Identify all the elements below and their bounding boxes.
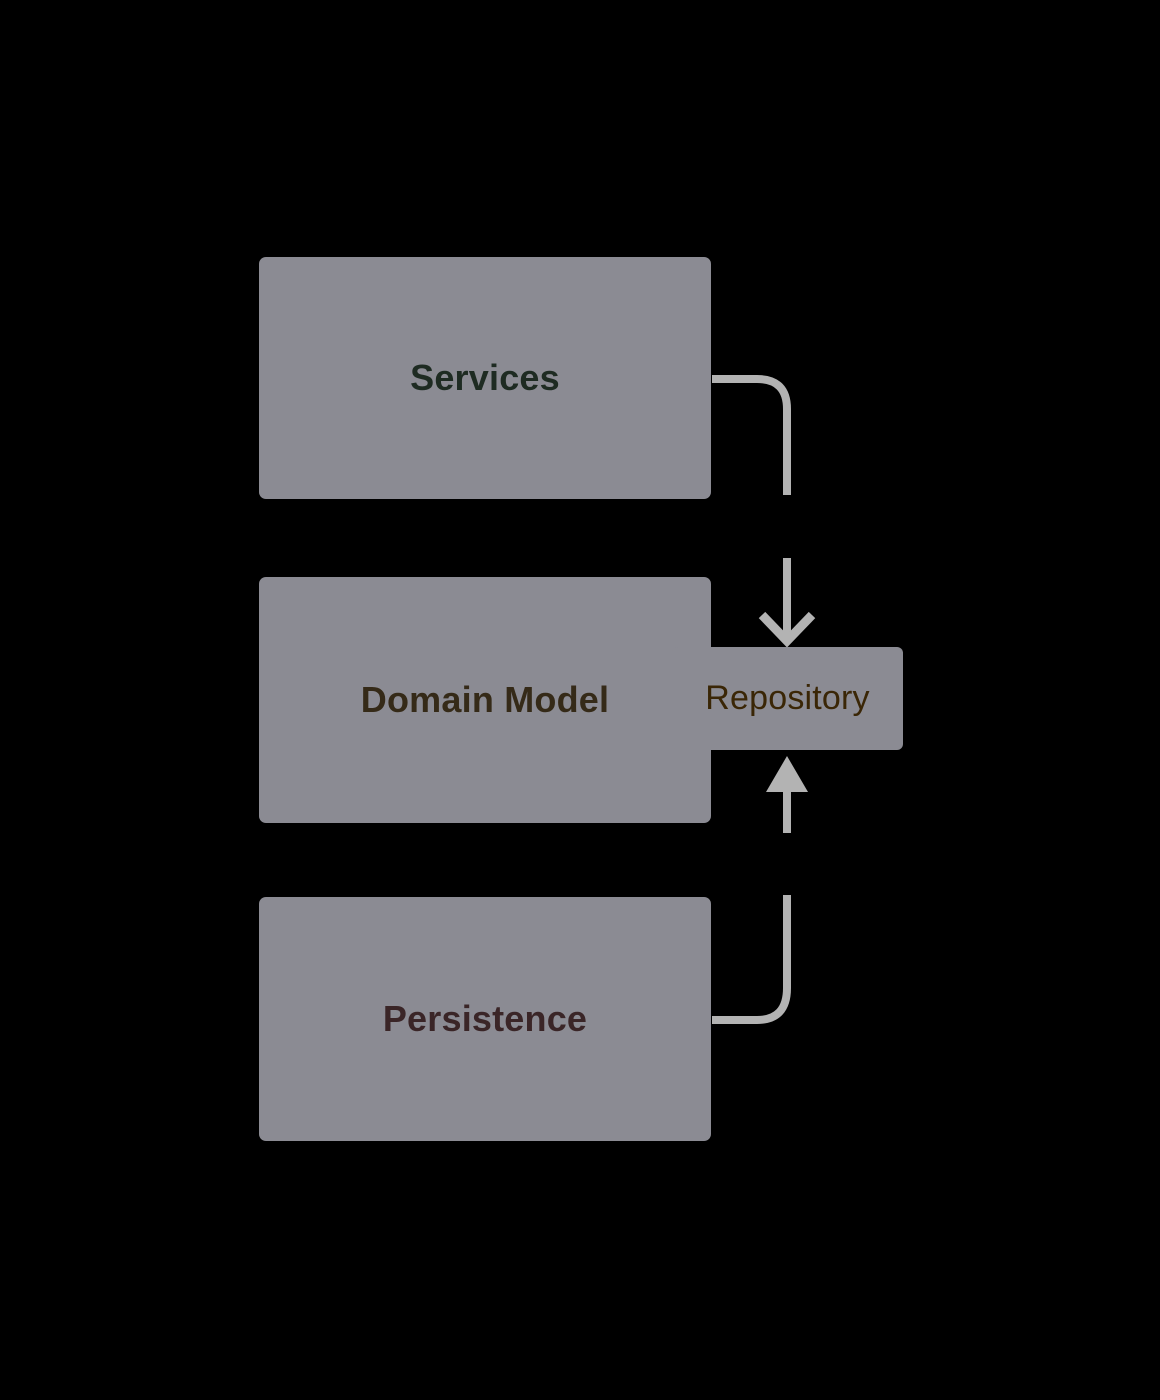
edge-persistence-repository-lower-segment xyxy=(712,895,791,1024)
node-domain-model-label: Domain Model xyxy=(360,679,610,720)
node-services-label: Services xyxy=(410,357,560,398)
edge-services-repository-upper-segment xyxy=(712,375,791,495)
node-persistence-label: Persistence xyxy=(382,998,588,1039)
node-domain-model: Domain Model xyxy=(259,577,711,823)
arrowhead-up-icon xyxy=(766,756,808,792)
edge-persistence-repository xyxy=(712,756,808,1024)
node-repository-label: Repository xyxy=(705,679,870,717)
arrowhead-down-icon xyxy=(758,611,816,648)
edge-services-repository xyxy=(712,375,816,648)
node-persistence: Persistence xyxy=(259,897,711,1141)
node-services: Services xyxy=(259,257,711,499)
node-repository: Repository xyxy=(672,647,903,750)
